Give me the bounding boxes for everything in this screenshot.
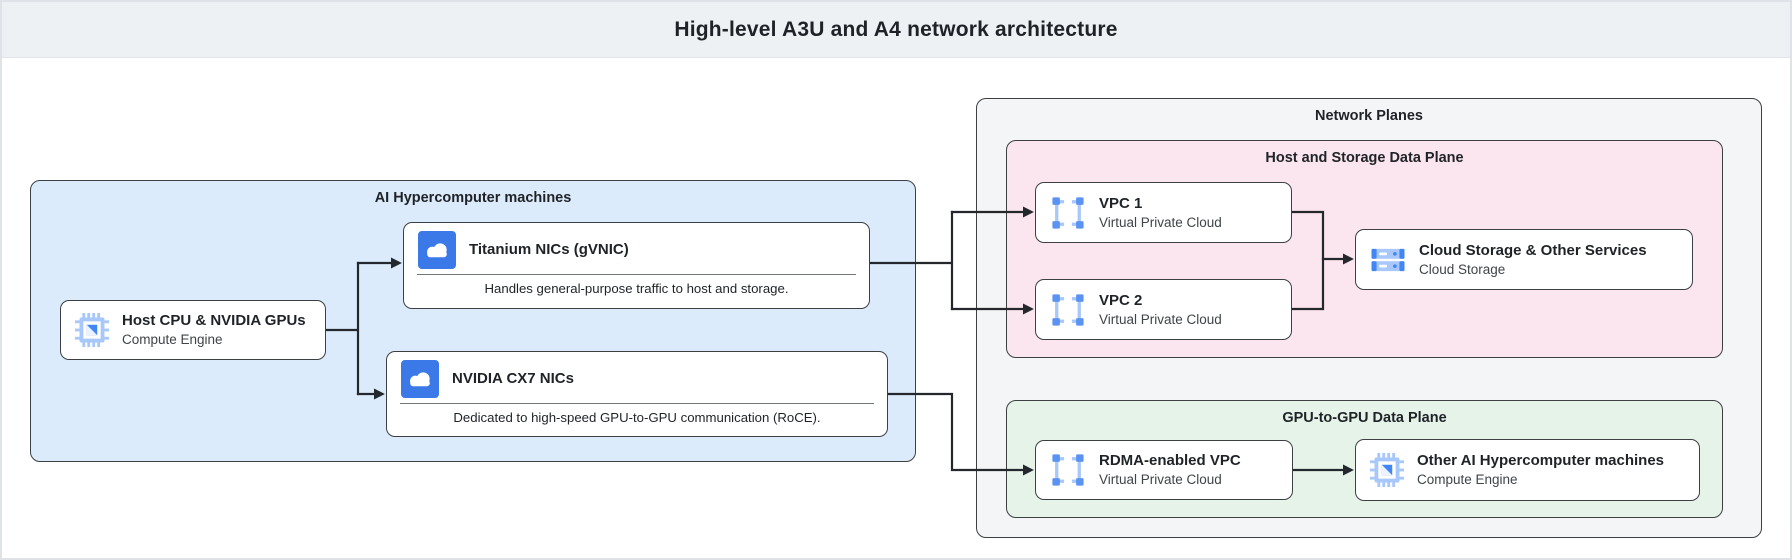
- node-subtitle: Compute Engine: [122, 332, 223, 347]
- group-label: GPU-to-GPU Data Plane: [1282, 410, 1447, 426]
- compute-engine-icon: [75, 313, 109, 347]
- cloud-nic-icon: [401, 360, 439, 398]
- node-vpc-2: VPC 2 Virtual Private Cloud: [1035, 279, 1292, 340]
- node-title: Cloud Storage & Other Services: [1419, 241, 1647, 259]
- vpc-icon: [1050, 195, 1086, 231]
- node-other-ai-hypercomputer-machines: Other AI Hypercomputer machines Compute …: [1355, 439, 1700, 501]
- node-nvidia-cx7-nics: NVIDIA CX7 NICs Dedicated to high-speed …: [386, 351, 888, 437]
- node-cloud-storage-other-services: Cloud Storage & Other Services Cloud Sto…: [1355, 229, 1693, 290]
- node-subtitle: Virtual Private Cloud: [1099, 472, 1222, 487]
- node-title: VPC 1: [1099, 194, 1143, 212]
- cloud-nic-icon: [418, 231, 456, 269]
- node-rdma-enabled-vpc: RDMA-enabled VPC Virtual Private Cloud: [1035, 440, 1293, 500]
- vpc-icon: [1050, 452, 1086, 488]
- node-description: Handles general-purpose traffic to host …: [484, 281, 789, 296]
- node-title: Titanium NICs (gVNIC): [469, 241, 629, 258]
- node-subtitle: Virtual Private Cloud: [1099, 214, 1222, 230]
- node-host-cpu-nvidia-gpus: Host CPU & NVIDIA GPUs Compute Engine: [60, 300, 326, 360]
- group-label: AI Hypercomputer machines: [374, 190, 572, 206]
- node-title: VPC 2: [1099, 291, 1143, 309]
- node-title: Other AI Hypercomputer machines: [1417, 452, 1665, 469]
- node-description: Dedicated to high-speed GPU-to-GPU commu…: [453, 410, 821, 425]
- node-title: NVIDIA CX7 NICs: [452, 370, 574, 387]
- cloud-storage-icon: [1370, 242, 1406, 278]
- node-title: RDMA-enabled VPC: [1099, 452, 1241, 469]
- compute-engine-icon: [1370, 453, 1404, 487]
- divider: [417, 274, 856, 275]
- divider: [400, 403, 874, 404]
- node-title: Host CPU & NVIDIA GPUs: [122, 312, 306, 329]
- node-subtitle: Compute Engine: [1417, 472, 1518, 487]
- node-vpc-1: VPC 1 Virtual Private Cloud: [1035, 182, 1292, 243]
- group-label: Host and Storage Data Plane: [1265, 150, 1464, 166]
- vpc-icon: [1050, 292, 1086, 328]
- node-subtitle: Cloud Storage: [1419, 261, 1506, 277]
- node-titanium-nics: Titanium NICs (gVNIC) Handles general-pu…: [403, 222, 870, 309]
- page-title: High-level A3U and A4 network architectu…: [674, 17, 1118, 41]
- title-bar: High-level A3U and A4 network architectu…: [2, 2, 1790, 58]
- group-label: Network Planes: [1315, 108, 1423, 124]
- node-subtitle: Virtual Private Cloud: [1099, 311, 1222, 327]
